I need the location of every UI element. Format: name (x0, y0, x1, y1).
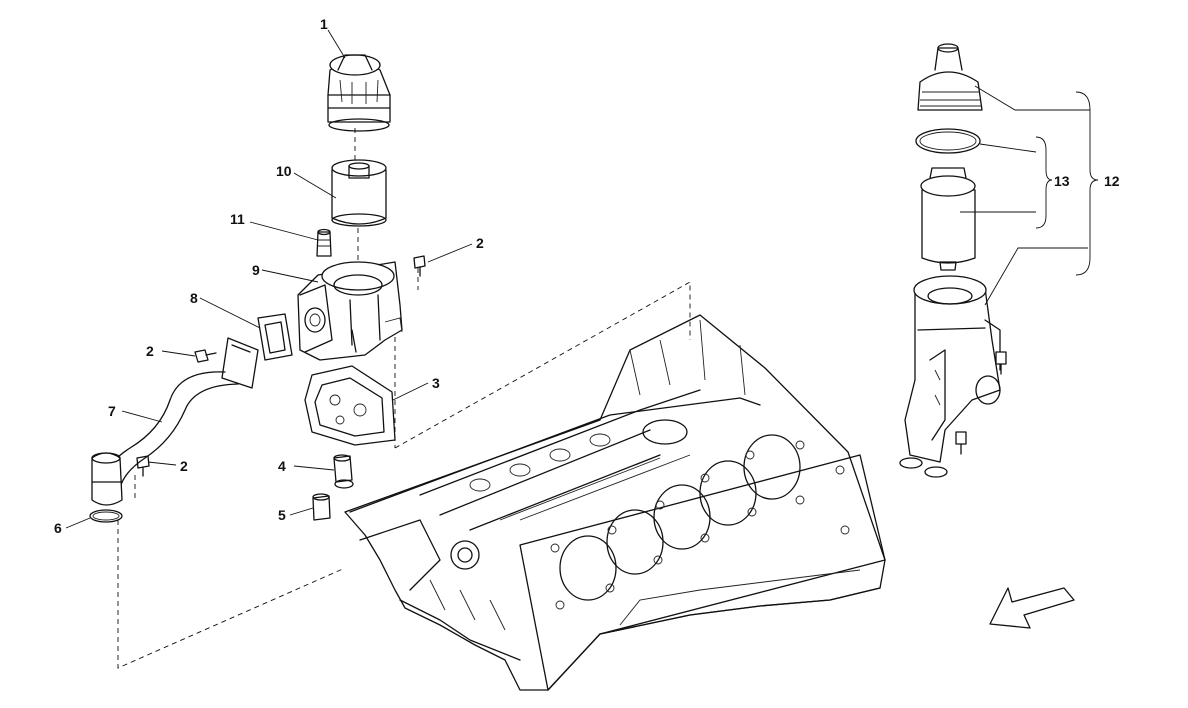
part-plug (312, 493, 331, 521)
callout-9: 9 (252, 262, 260, 278)
callout-2-lower: 2 (180, 458, 188, 474)
part-bolt-top (413, 255, 426, 277)
callout-11: 11 (230, 211, 245, 227)
callout-6: 6 (54, 520, 62, 536)
direction-arrow-icon (989, 587, 1075, 629)
part-filter-element (331, 159, 387, 227)
part-oil-filter-cap (327, 54, 391, 132)
part-nipple-fitting (316, 228, 332, 257)
part-flange-gasket (257, 313, 293, 361)
part-bolt-lower (136, 455, 150, 477)
part-o-ring-lower (89, 509, 123, 523)
callout-10: 10 (276, 163, 292, 179)
callout-2-left: 2 (146, 343, 154, 359)
callout-13: 13 (1054, 173, 1070, 189)
cylinder-bores (559, 434, 801, 601)
callout-leaders (65, 29, 473, 529)
part-bolt-left (194, 349, 217, 363)
part-valve-insert (333, 454, 354, 489)
callout-4: 4 (278, 458, 286, 474)
part-housing-gasket (304, 365, 396, 446)
callout-8: 8 (190, 290, 198, 306)
callout-12: 12 (1104, 173, 1120, 189)
callout-5: 5 (278, 507, 286, 523)
callout-3: 3 (432, 375, 440, 391)
callout-7: 7 (108, 403, 116, 419)
part-oil-pipe (91, 337, 259, 506)
callout-1: 1 (320, 16, 328, 32)
callout-2-top: 2 (476, 235, 484, 251)
part-filter-housing (297, 261, 403, 361)
callout-numbers: 1 10 11 9 8 2 2 3 7 2 6 4 5 13 12 (54, 16, 1120, 536)
assembly-filter-module (899, 43, 1099, 478)
engine-block (344, 314, 886, 691)
